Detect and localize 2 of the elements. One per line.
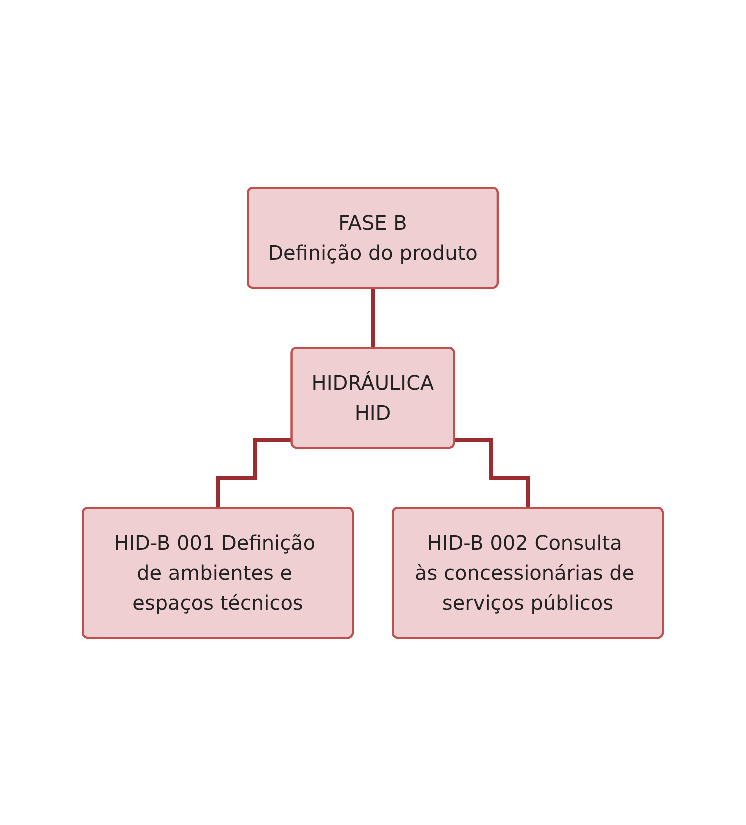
connector bbox=[371, 286, 376, 350]
connector bbox=[454, 438, 530, 510]
